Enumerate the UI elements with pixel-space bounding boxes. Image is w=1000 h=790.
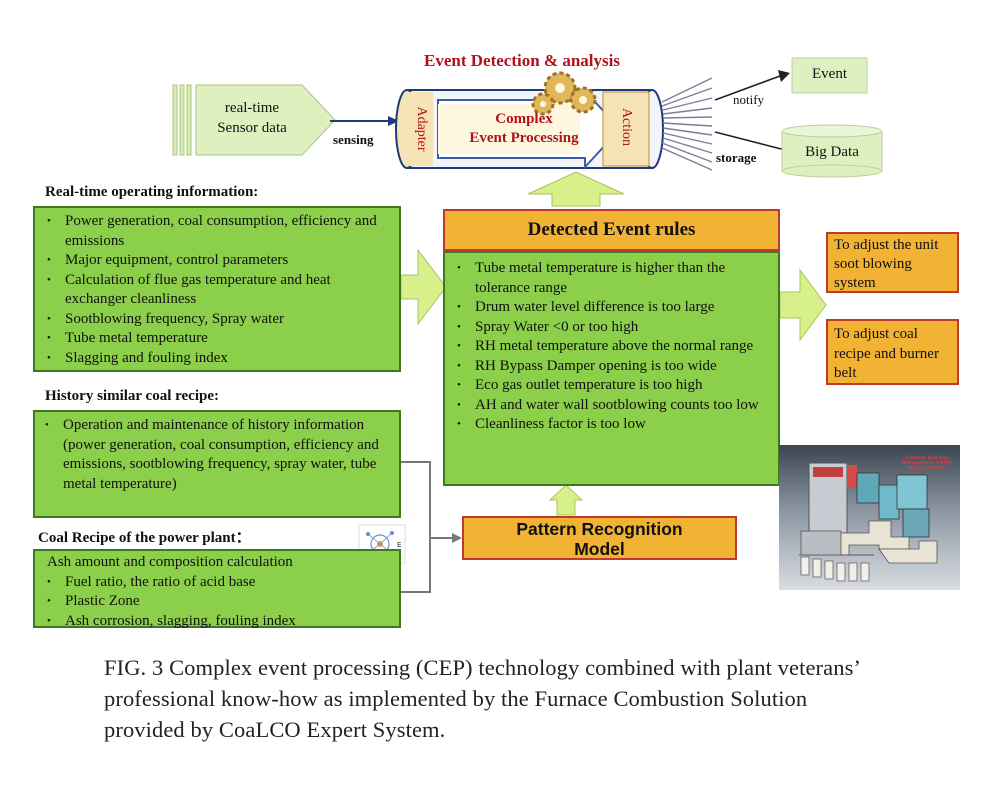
- list-item: Eco gas outlet temperature is too high: [453, 376, 770, 396]
- svg-text:E: E: [397, 541, 401, 549]
- pattern-recognition-box: Pattern Recognition Model: [462, 516, 737, 560]
- list-item: Fuel ratio, the ratio of acid base: [43, 573, 391, 593]
- sensing-arrowhead: [388, 116, 399, 126]
- output-soot-blowing: To adjust the unit soot blowing system: [826, 232, 959, 293]
- big-data-cylinder: [781, 124, 883, 178]
- list-item: Power generation, coal consumption, effi…: [43, 212, 391, 251]
- coal-recipe-heading: Ash amount and composition calculation: [47, 554, 293, 570]
- output-coal-recipe: To adjust coal recipe and burner belt: [826, 319, 959, 385]
- sensor-label-line2: Sensor data: [217, 120, 287, 136]
- realtime-box: Power generation, coal consumption, effi…: [33, 206, 401, 372]
- up-arrow-to-cep: [527, 171, 625, 207]
- pattern-line2: Model: [574, 539, 625, 559]
- rules-list: Tube metal temperature is higher than th…: [453, 259, 770, 435]
- list-item: Tube metal temperature is higher than th…: [453, 259, 770, 298]
- history-box: Operation and maintenance of history inf…: [33, 410, 401, 518]
- sensing-label: sensing: [333, 132, 374, 147]
- sensor-label-line1: real-time: [224, 100, 280, 116]
- coal-recipe-title: Coal Recipe of the power plant：: [38, 530, 251, 546]
- list-item: Sootblowing frequency, Spray water: [43, 310, 391, 330]
- list-item: AH and water wall sootblowing counts too…: [453, 396, 770, 416]
- gear-icon: [531, 71, 597, 116]
- notify-arrowhead: [778, 70, 790, 82]
- coal-recipe-box: Ash amount and composition calculation F…: [33, 549, 401, 631]
- list-item: Spray Water <0 or too high: [453, 318, 770, 338]
- event-label: Event: [812, 66, 847, 82]
- figure-caption: FIG. 3 Complex event processing (CEP) te…: [104, 652, 984, 745]
- furnace-image-label: Furnace Exit Gas Temperature (FEGT) Meas…: [901, 456, 953, 471]
- caption-line2: professional know-how as implemented by …: [104, 686, 808, 711]
- action-label: Action: [619, 107, 634, 147]
- pattern-line1: Pattern Recognition: [516, 519, 683, 539]
- connector-bracket: [400, 461, 431, 593]
- cep-label: Complex Event Processing: [458, 110, 590, 148]
- event-detection-title: Event Detection & analysis: [424, 51, 620, 70]
- coal-recipe-list: Fuel ratio, the ratio of acid base Plast…: [43, 573, 391, 632]
- realtime-list: Power generation, coal consumption, effi…: [43, 212, 391, 368]
- list-item: Slagging and fouling index: [43, 349, 391, 369]
- cep-label-line1: Complex: [495, 111, 553, 127]
- list-item: Drum water level difference is too large: [453, 298, 770, 318]
- history-list: Operation and maintenance of history inf…: [41, 416, 391, 494]
- arrow-rules-to-outputs: [779, 268, 827, 342]
- adapter-label: Adapter: [414, 106, 429, 152]
- list-item: RH metal temperature above the normal ra…: [453, 337, 770, 357]
- caption-line3: provided by CoaLCO Expert System.: [104, 717, 446, 742]
- event-box: [791, 57, 868, 94]
- realtime-title: Real-time operating information:: [45, 184, 259, 200]
- storage-label: storage: [716, 150, 757, 165]
- caption-line1: FIG. 3 Complex event processing (CEP) te…: [104, 655, 862, 680]
- detected-event-rules-header: Detected Event rules: [443, 209, 780, 251]
- arrow-realtime-to-rules: [400, 248, 447, 326]
- list-item: Ash corrosion, slagging, fouling index: [43, 612, 391, 632]
- sensor-data-arrow: [172, 84, 336, 156]
- furnace-illustration: [779, 445, 960, 590]
- connector-arrowhead: [452, 533, 462, 543]
- detected-event-rules-box: Tube metal temperature is higher than th…: [443, 251, 780, 486]
- list-item: Cleanliness factor is too low: [453, 415, 770, 435]
- notify-label: notify: [733, 92, 765, 107]
- list-item: Plastic Zone: [43, 592, 391, 612]
- list-item: Tube metal temperature: [43, 329, 391, 349]
- list-item: Major equipment, control parameters: [43, 251, 391, 271]
- cep-label-line2: Event Processing: [469, 130, 579, 146]
- sensor-data-label: real-time Sensor data: [198, 98, 306, 138]
- list-item: RH Bypass Damper opening is too wide: [453, 357, 770, 377]
- list-item: Calculation of flue gas temperature and …: [43, 271, 391, 310]
- output-rays: [661, 77, 713, 171]
- big-data-label: Big Data: [805, 144, 859, 160]
- up-arrow-pattern-to-rules: [548, 484, 584, 516]
- history-title: History similar coal recipe:: [45, 388, 219, 404]
- list-item: Operation and maintenance of history inf…: [41, 416, 391, 494]
- cep-pipe: [395, 88, 664, 170]
